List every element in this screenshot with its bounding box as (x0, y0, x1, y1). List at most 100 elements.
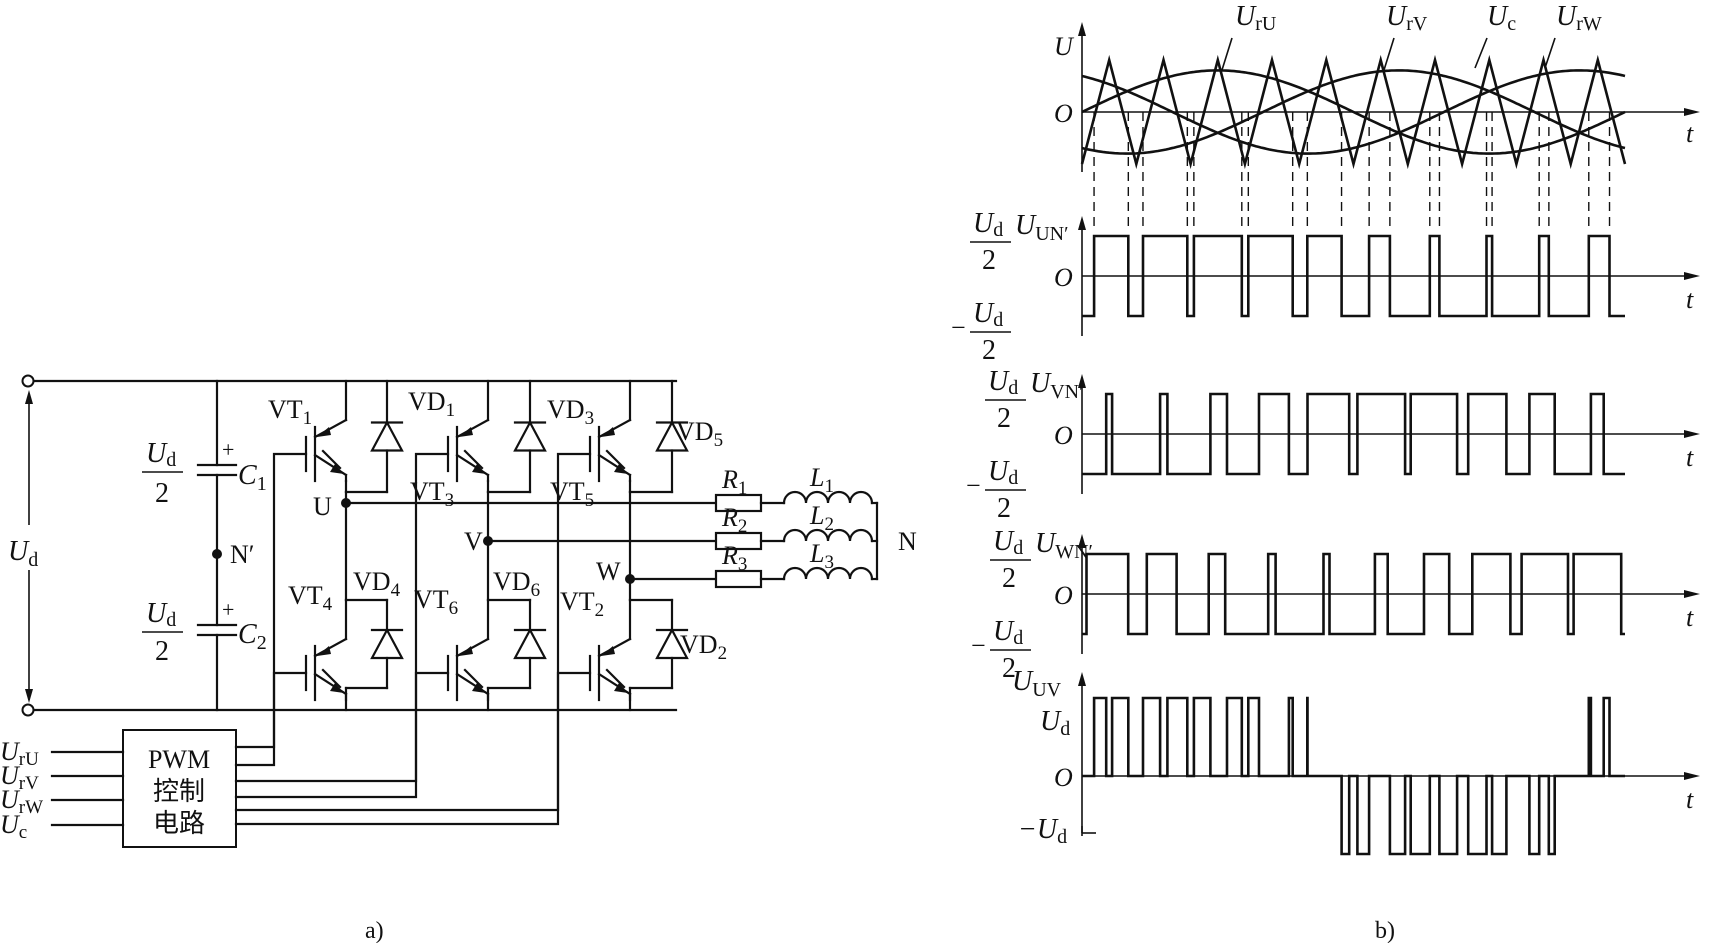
pwm-controller-box (122, 729, 237, 848)
u-wn-panel-y-arrow (1078, 534, 1086, 548)
series-leader-u-ru (1221, 37, 1233, 71)
u-un-panel-x-arrow (1684, 272, 1700, 280)
u-uv-neg-level-label: −Ud (1018, 814, 1067, 848)
svg-text:−: − (971, 631, 986, 660)
carrier-panel-origin-label: O (1054, 99, 1073, 128)
u-un-panel-t-label: t (1686, 285, 1694, 314)
svg-text:Ud: Ud (973, 298, 1003, 331)
inductor-l1 (782, 490, 874, 505)
switch-vt5-label: VT5 (550, 477, 594, 511)
gate-drive-line-5 (234, 452, 592, 812)
u-vn-waveform (1082, 392, 1625, 476)
inductor-l3 (782, 566, 874, 581)
reference-u-rw (1081, 69, 1626, 155)
inductor-l1-label: L1 (809, 463, 834, 497)
controller-input-label-c: Uc (0, 810, 27, 843)
series-leader-u-rv (1383, 37, 1395, 71)
resistor-r1-label: R1 (721, 465, 747, 499)
c1-polarity: + (222, 437, 234, 462)
controller-label-pwm: PWM (148, 745, 210, 774)
switch-vt2-label: VT2 (560, 587, 604, 621)
node-v-label: V (464, 527, 483, 556)
u-uv-panel-t-label: t (1686, 785, 1694, 814)
diode-vd6 (513, 598, 547, 690)
svg-text:2: 2 (155, 636, 169, 667)
u-uv-panel-x-arrow (1684, 772, 1700, 780)
series-label-u-c: Uc (1487, 1, 1516, 35)
u-uv-waveform (1082, 696, 1625, 856)
capacitor-c1-label: C1 (238, 460, 267, 495)
svg-text:2: 2 (155, 478, 169, 509)
u-un-pos-level-label: Ud2 (970, 208, 1011, 276)
u-vn-neg-level-label: −Ud2 (966, 456, 1026, 524)
capacitor-c1-voltage: Ud 2 (142, 438, 183, 509)
series-leader-u-rw (1544, 37, 1556, 69)
switch-vt1-label: VT1 (268, 395, 312, 429)
svg-text:2: 2 (997, 493, 1011, 524)
node-u-label: U (313, 492, 332, 521)
gate-drive-line-6 (234, 671, 592, 826)
load-neutral-label: N (898, 527, 917, 556)
u-uv-panel-origin-label: O (1054, 763, 1073, 792)
carrier-u-c (1080, 54, 1627, 170)
carrier-panel-y-label: U (1054, 32, 1075, 61)
diode-vd3 (513, 379, 547, 494)
node-w (625, 574, 635, 584)
u-vn-panel-y-arrow (1078, 374, 1086, 388)
gate-drive-line-1 (234, 452, 308, 749)
dc-voltage-arrow (25, 390, 33, 703)
switch-vt4-label: VT4 (288, 581, 333, 615)
svg-text:2: 2 (1002, 563, 1016, 594)
inductor-l2-label: L2 (809, 501, 834, 535)
u-vn-y-label: UVN′ (1030, 368, 1084, 403)
inductor-l3-label: L3 (809, 539, 834, 573)
switch-vt6 (446, 598, 490, 702)
u-un-waveform (1082, 234, 1625, 318)
midpoint-label: N′ (230, 540, 254, 569)
series-label-u-ru: UrU (1235, 1, 1277, 35)
gate-drive-line-4 (234, 671, 450, 799)
capacitor-c2-voltage: Ud 2 (142, 598, 183, 667)
diode-vd5 (655, 379, 689, 494)
carrier-panel-t-label: t (1686, 119, 1694, 148)
diode-vd5-label: VD5 (676, 417, 723, 451)
switch-vt5 (588, 379, 632, 483)
u-vn-pos-level-label: Ud2 (985, 366, 1026, 434)
svg-text:−: − (951, 313, 966, 342)
u-vn-panel-x-arrow (1684, 430, 1700, 438)
u-wn-waveform (1082, 552, 1625, 636)
node-u (341, 498, 351, 508)
reference-u-rv (1081, 69, 1626, 155)
switch-vt6-label: VT6 (414, 585, 458, 619)
carrier-panel-x-arrow (1684, 108, 1700, 116)
diode-vd3-label: VD3 (547, 395, 594, 429)
midpoint-node (212, 549, 222, 559)
u-vn-panel-t-label: t (1686, 443, 1694, 472)
diode-vd6-label: VD6 (493, 567, 540, 601)
diode-vd2 (655, 598, 689, 690)
inverter-circuit: Ud N′ + C1 Ud 2 + C2 Ud 2 VT1VT4VT3VT6VT… (0, 374, 917, 943)
gate-drive-line-2 (234, 671, 308, 767)
panel-a-caption: a) (365, 918, 384, 943)
switch-vt4 (304, 598, 348, 702)
svg-text:2: 2 (982, 245, 996, 276)
switch-vt3 (446, 379, 490, 483)
diode-vd1-label: VD1 (408, 387, 455, 421)
svg-text:2: 2 (997, 403, 1011, 434)
u-un-y-label: UUN′ (1015, 210, 1069, 245)
u-uv-panel-y-arrow (1078, 672, 1086, 686)
diode-vd4 (370, 598, 404, 690)
controller-label-line2: 控制 (153, 777, 205, 806)
diode-vd1 (370, 379, 404, 494)
controller-input-label-rU: UrU (0, 737, 39, 770)
u-un-panel-origin-label: O (1054, 263, 1073, 292)
u-wn-panel-t-label: t (1686, 603, 1694, 632)
dc-voltage-label: Ud (8, 536, 38, 571)
svg-text:Ud: Ud (146, 598, 176, 631)
carrier-panel-y-arrow (1078, 22, 1086, 36)
u-un-neg-level-label: −Ud 2 (951, 298, 1011, 366)
svg-text:2: 2 (982, 335, 996, 366)
gate-drive-line-3 (234, 452, 450, 783)
series-label-u-rv: UrV (1386, 1, 1428, 35)
node-v (483, 536, 493, 546)
